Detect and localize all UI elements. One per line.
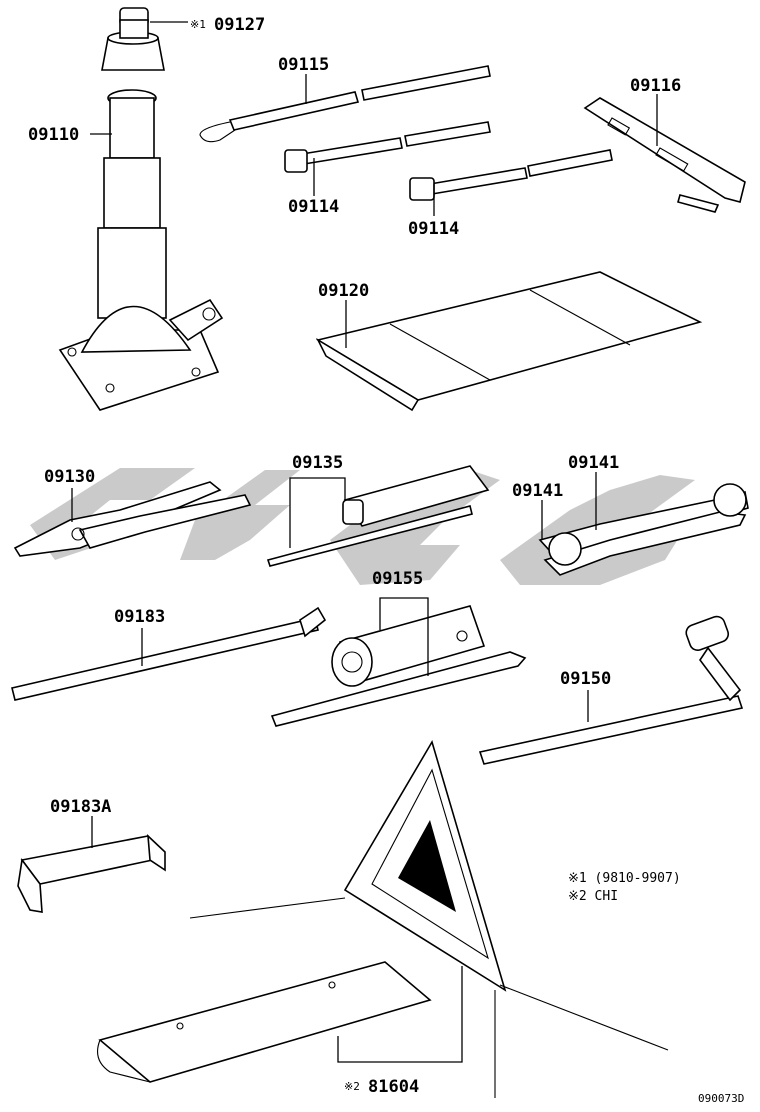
label-81604-mark: ※2: [344, 1080, 360, 1093]
part-09183-lever: [11, 606, 327, 701]
drawing-code: 090073D: [698, 1092, 744, 1105]
part-warning-triangle: [189, 740, 669, 1098]
label-09114-a: 09114: [288, 197, 339, 217]
part-09127-cap: [101, 7, 165, 71]
label-09127: 09127: [214, 15, 265, 35]
part-81604-case: [97, 961, 432, 1083]
part-09135-screwdriver: [266, 465, 490, 567]
label-09116: 09116: [630, 76, 681, 96]
note-2: ※2 CHI: [568, 889, 618, 904]
part-09110-jack: [58, 89, 224, 411]
part-09114-bar-b: [409, 149, 613, 201]
label-09127-mark: ※1: [190, 18, 206, 31]
part-09115-hook-rod: [199, 65, 491, 143]
note-1: ※1 (9810-9907): [568, 871, 681, 886]
label-09114-b: 09114: [408, 219, 459, 239]
part-09183A-bracket: [17, 833, 166, 913]
leader-81604: [337, 966, 463, 1063]
label-09183A: 09183A: [50, 797, 111, 817]
label-09115: 09115: [278, 55, 329, 75]
label-09141-b: 09141: [568, 453, 619, 473]
label-09110: 09110: [28, 125, 79, 145]
leader-09135: [289, 477, 346, 548]
leader-09155: [379, 597, 429, 676]
label-09120: 09120: [318, 281, 369, 301]
label-09150: 09150: [560, 669, 611, 689]
part-09155-socket-wrench: [270, 605, 527, 727]
label-09141-a: 09141: [512, 481, 563, 501]
part-09141-wrenches: [538, 483, 749, 576]
label-81604: 81604: [368, 1077, 419, 1097]
part-09120-tool-bag: [315, 271, 703, 412]
part-09116-handle: [583, 97, 746, 213]
label-09130: 09130: [44, 467, 95, 487]
label-09155: 09155: [372, 569, 423, 589]
label-09135: 09135: [292, 453, 343, 473]
part-09114-bar-a: [284, 121, 491, 173]
label-09183: 09183: [114, 607, 165, 627]
part-09150-wheel-wrench: [478, 615, 744, 765]
part-09130-pliers: [13, 481, 252, 557]
